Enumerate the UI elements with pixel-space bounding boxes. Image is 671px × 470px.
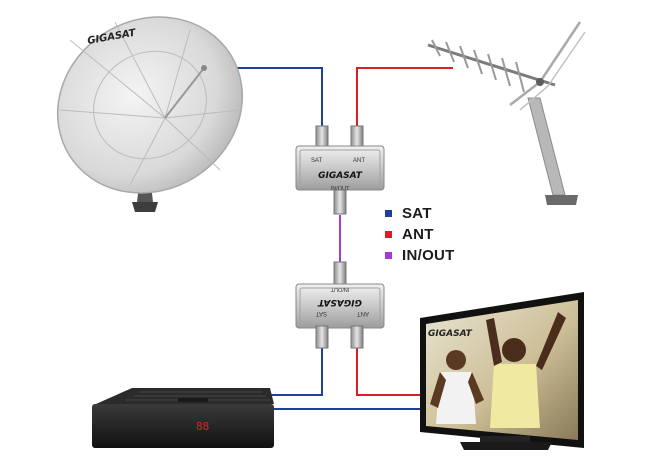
legend-item-ant: ANT bbox=[385, 224, 455, 245]
satellite-receiver: 88 bbox=[92, 388, 274, 448]
legend-label-sat: SAT bbox=[402, 205, 432, 222]
legend-swatch-inout bbox=[385, 252, 392, 259]
legend-swatch-ant bbox=[385, 231, 392, 238]
legend-label-ant: ANT bbox=[402, 226, 434, 243]
diplexer-bottom: SAT ANT GIGASAT IN/OUT bbox=[295, 261, 385, 349]
tv-picture-people bbox=[430, 312, 566, 428]
receiver-display: 88 bbox=[196, 420, 209, 433]
diplexer-top-logo: GIGASAT bbox=[318, 171, 363, 181]
diplexer-bottom-port-inout: IN/OUT bbox=[330, 286, 349, 292]
cable-legend: SAT ANT IN/OUT bbox=[385, 203, 455, 266]
tv-logo: GIGASAT bbox=[428, 329, 473, 339]
diplexer-bottom-logo: GIGASAT bbox=[317, 297, 362, 307]
television: GIGASAT bbox=[420, 292, 584, 450]
legend-label-inout: IN/OUT bbox=[402, 247, 455, 264]
diplexer-top-port-ant: ANT bbox=[353, 158, 365, 164]
ant-cable-diplexer-to-tv bbox=[356, 338, 422, 396]
diplexer-bottom-port-ant: ANT bbox=[357, 310, 369, 316]
ant-cable-antenna-to-diplexer bbox=[356, 67, 453, 135]
cables bbox=[204, 67, 453, 410]
diplexer-top: SAT ANT GIGASAT IN/OUT bbox=[295, 125, 385, 215]
satellite-dish: GIGASAT bbox=[56, 16, 244, 212]
sat-cable-dish-to-diplexer bbox=[204, 67, 323, 135]
diplexer-top-port-sat: SAT bbox=[311, 158, 323, 164]
tv-antenna bbox=[427, 21, 586, 205]
diplexer-top-port-inout: IN/OUT bbox=[331, 186, 350, 192]
legend-item-inout: IN/OUT bbox=[385, 245, 455, 266]
legend-item-sat: SAT bbox=[385, 203, 455, 224]
legend-swatch-sat bbox=[385, 210, 392, 217]
diplexer-bottom-port-sat: SAT bbox=[315, 310, 327, 316]
sat-cable-diplexer-to-receiver bbox=[270, 338, 323, 396]
